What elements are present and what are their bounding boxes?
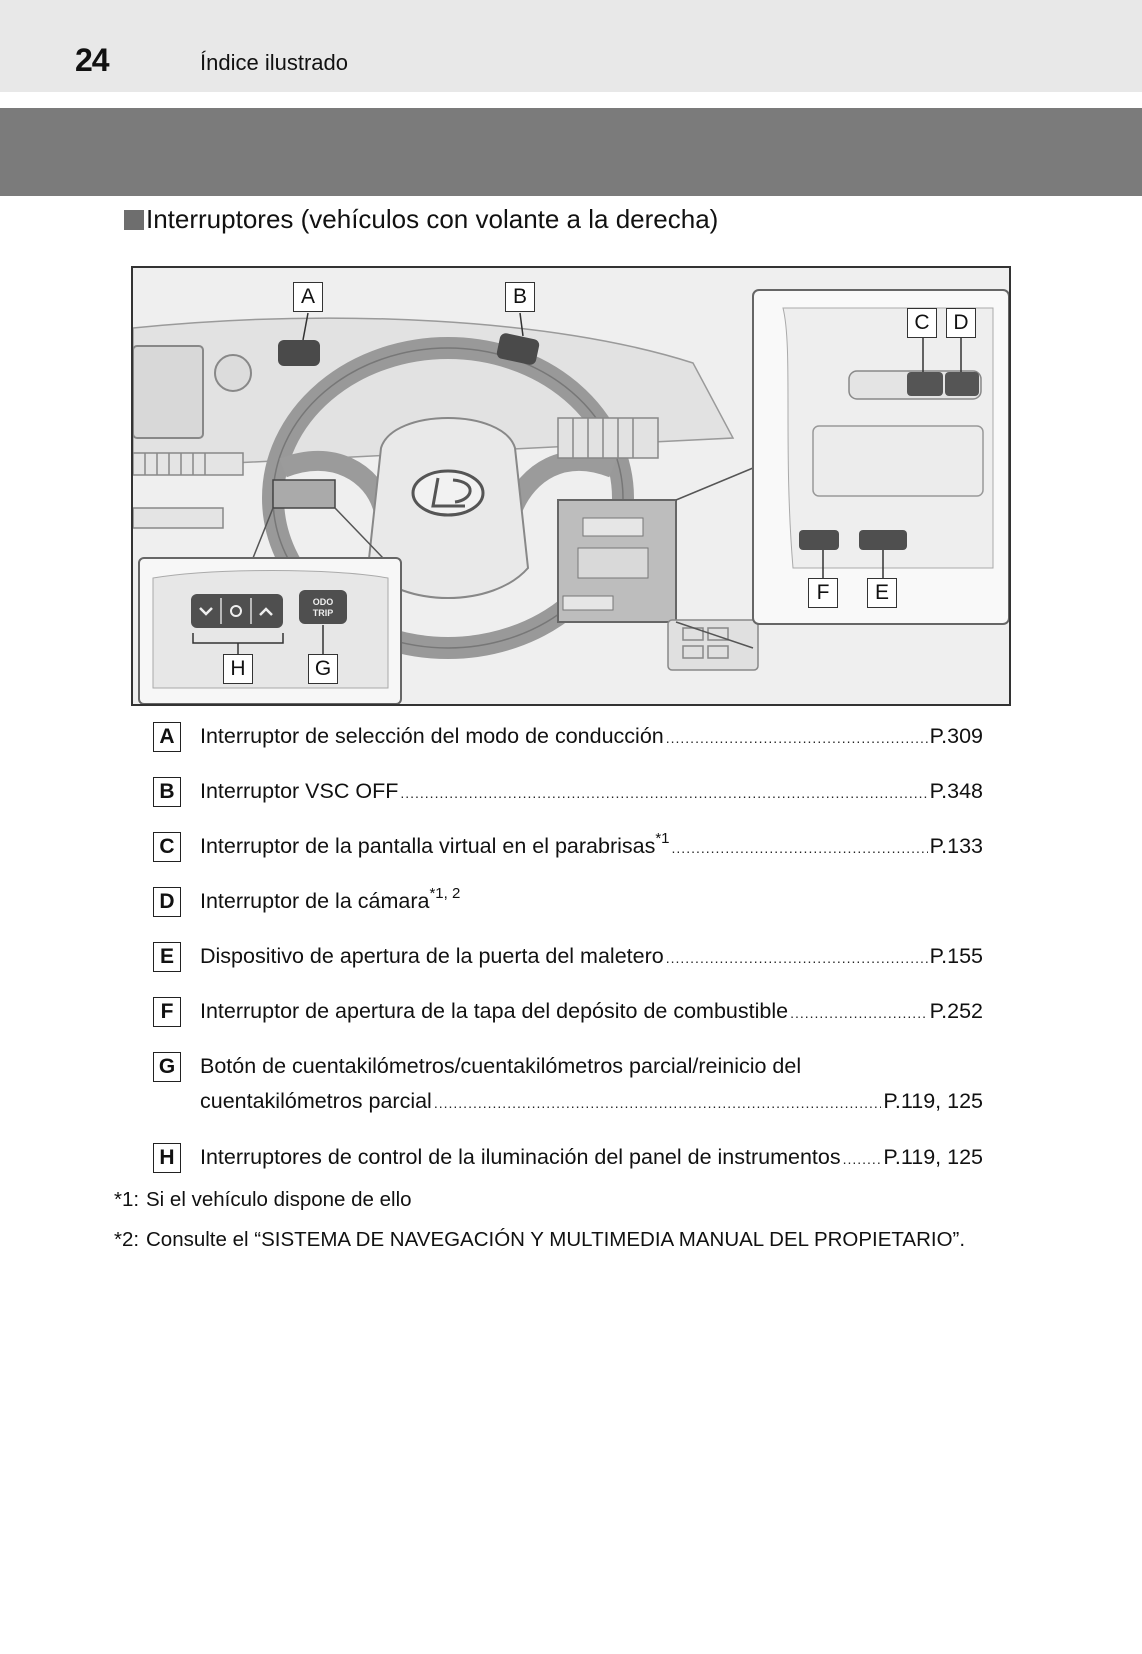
- callout-g: G: [308, 654, 338, 684]
- item-letter: G: [153, 1052, 181, 1082]
- dot-leader: [790, 1005, 928, 1021]
- callout-d: D: [946, 308, 976, 338]
- footnote-2: *2: Consulte el “SISTEMA DE NAVEGACIÓN Y …: [114, 1228, 965, 1252]
- section-title: Índice ilustrado: [200, 50, 348, 75]
- page-number: 24: [75, 42, 110, 78]
- callout-e: E: [867, 578, 897, 608]
- callout-f: F: [808, 578, 838, 608]
- chapter-band: [0, 108, 1142, 196]
- dot-leader: [672, 840, 928, 856]
- page-reference[interactable]: P.309: [929, 724, 983, 748]
- page-reference[interactable]: P.155: [929, 944, 983, 968]
- footnote-mark: *2:: [114, 1228, 140, 1251]
- dot-leader: [666, 730, 928, 746]
- footnote-1: *1: Si el vehículo dispone de ello: [114, 1188, 412, 1212]
- page-reference[interactable]: P.119, 125: [883, 1145, 983, 1169]
- item-text-continued: cuentakilómetros parcial: [200, 1089, 432, 1113]
- item-letter: H: [153, 1143, 181, 1173]
- dot-leader: [843, 1151, 882, 1167]
- header-band: [0, 0, 1142, 92]
- item-letter: F: [153, 997, 181, 1027]
- page-reference[interactable]: P.348: [929, 779, 983, 803]
- footnote-ref: *1, 2: [429, 885, 461, 902]
- page-reference[interactable]: P.133: [929, 834, 983, 858]
- trip-label: TRIP: [313, 608, 334, 618]
- page-reference[interactable]: P.252: [929, 999, 983, 1023]
- callout-a: A: [293, 282, 323, 312]
- item-letter: A: [153, 722, 181, 752]
- item-letter: C: [153, 832, 181, 862]
- item-text: Interruptor VSC OFF: [200, 779, 399, 803]
- item-letter: B: [153, 777, 181, 807]
- cockpit-drawing: ODO TRIP: [133, 268, 1009, 704]
- section-heading-text: Interruptores (vehículos con volante a l…: [146, 204, 719, 234]
- footnote-mark: *1:: [114, 1188, 140, 1211]
- item-text: Botón de cuentakilómetros/cuentakilómetr…: [200, 1054, 802, 1078]
- callout-h: H: [223, 654, 253, 684]
- switches-illustration: ODO TRIP A B C D E F G H: [131, 266, 1011, 706]
- footnote-text: Consulte el “SISTEMA DE NAVEGACIÓN Y MUL…: [146, 1228, 966, 1251]
- item-text: Interruptor de la pantalla virtual en el…: [200, 830, 670, 858]
- item-text: Interruptor de la cámara*1, 2: [200, 885, 461, 913]
- item-text: Dispositivo de apertura de la puerta del…: [200, 944, 664, 968]
- footnote-ref: *1: [655, 830, 670, 847]
- dot-leader: [400, 785, 927, 801]
- callout-c: C: [907, 308, 937, 338]
- item-letter: D: [153, 887, 181, 917]
- dot-leader: [666, 950, 928, 966]
- item-letter: E: [153, 942, 181, 972]
- dot-leader: [434, 1095, 882, 1111]
- callout-b: B: [505, 282, 535, 312]
- item-text: Interruptores de control de la iluminaci…: [200, 1145, 841, 1169]
- item-text: Interruptor de selección del modo de con…: [200, 724, 664, 748]
- item-text: Interruptor de apertura de la tapa del d…: [200, 999, 789, 1023]
- page-reference[interactable]: P.119, 125: [883, 1089, 983, 1113]
- footnote-text: Si el vehículo dispone de ello: [146, 1188, 412, 1211]
- section-heading: Interruptores (vehículos con volante a l…: [124, 204, 718, 235]
- square-bullet-icon: [124, 209, 144, 230]
- odo-label: ODO: [313, 597, 334, 607]
